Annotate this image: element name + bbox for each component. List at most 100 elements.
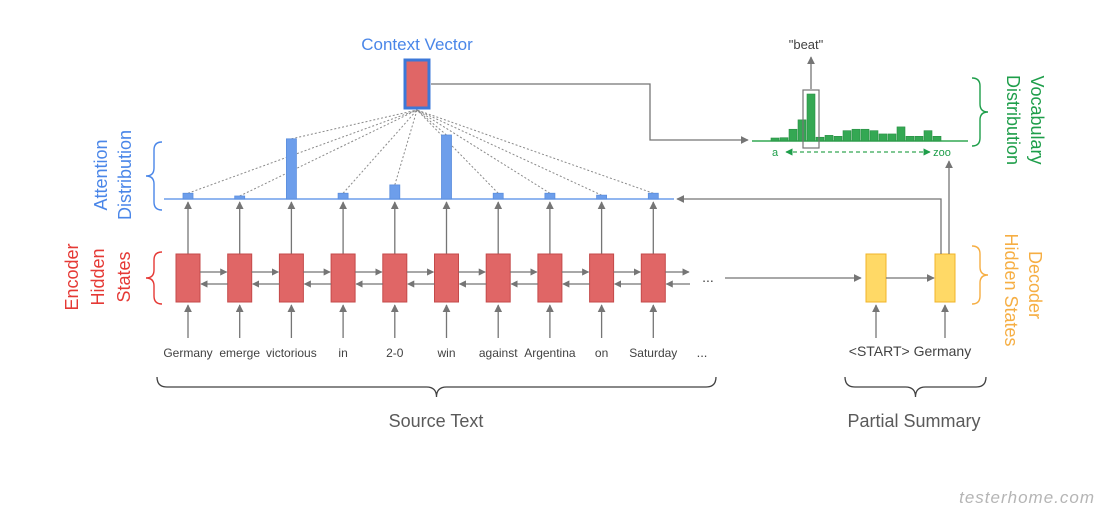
encoder-hidden-state-box bbox=[589, 253, 615, 303]
attention-label-line1: Attention bbox=[91, 139, 111, 210]
attention-to-context-line bbox=[342, 109, 418, 194]
source-text-label: Source Text bbox=[389, 411, 484, 431]
vocab-selected-box bbox=[802, 89, 820, 149]
source-word: in bbox=[338, 346, 347, 360]
encoder-label-line2: Hidden bbox=[88, 248, 108, 305]
attention-label-line2: Distribution bbox=[115, 130, 135, 220]
vocab-axis-start: a bbox=[772, 147, 779, 159]
source-text-brace bbox=[156, 376, 717, 398]
decoder-hidden-state-box bbox=[934, 253, 956, 303]
encoder-hidden-state-box bbox=[330, 253, 356, 303]
encoder-hidden-state-box bbox=[382, 253, 408, 303]
attention-to-context-line bbox=[416, 109, 551, 194]
vocab-bar bbox=[905, 136, 915, 142]
words-group: Germany emerge victorious in 2-0 win against Ar… bbox=[163, 343, 971, 360]
decoder-to-attention-arrow bbox=[676, 195, 942, 254]
encoder-hidden-state-box bbox=[434, 253, 459, 303]
encoder-ellipsis: ... bbox=[702, 269, 714, 285]
decoder-group bbox=[676, 160, 956, 338]
source-word: Argentina bbox=[524, 346, 576, 360]
attention-bar bbox=[441, 134, 452, 200]
attention-to-context-line bbox=[416, 109, 499, 194]
vocab-bar bbox=[797, 119, 807, 142]
vocab-bar bbox=[842, 130, 852, 142]
vocab-bar bbox=[914, 136, 924, 142]
decoder-label-line2: Hidden States bbox=[1001, 233, 1021, 346]
encoder-hidden-state-box bbox=[537, 253, 563, 303]
attention-bar bbox=[234, 195, 246, 200]
vocab-bar bbox=[824, 135, 834, 142]
decoder-label-line1: Decoder bbox=[1025, 251, 1045, 319]
source-word: Saturday bbox=[629, 346, 677, 360]
attention-bar bbox=[492, 192, 504, 200]
encoder-hidden-state-box bbox=[227, 253, 253, 303]
encoder-hidden-state-box bbox=[175, 253, 201, 303]
context-vector-group bbox=[403, 58, 749, 144]
encoder-label-line3: States bbox=[114, 251, 134, 302]
attention-bar bbox=[285, 138, 297, 200]
vocab-bar bbox=[770, 137, 780, 142]
encoder-group: ... bbox=[175, 201, 862, 338]
vocab-label-line1: Vocabulary bbox=[1027, 75, 1047, 164]
source-word: on bbox=[595, 346, 608, 360]
attention-to-context-line bbox=[416, 109, 602, 196]
source-word: Germany bbox=[163, 346, 212, 360]
encoder-hidden-state-box bbox=[278, 253, 304, 303]
summary-words: <START> Germany bbox=[849, 343, 971, 359]
vocab-bar bbox=[932, 136, 942, 142]
source-ellipsis: ... bbox=[697, 345, 708, 360]
source-word: 2-0 bbox=[386, 346, 404, 360]
attention-bar bbox=[596, 194, 607, 200]
attention-brace bbox=[145, 141, 163, 211]
vocab-bar bbox=[869, 130, 879, 142]
watermark: testerhome.com bbox=[959, 488, 1095, 507]
vocab-brace bbox=[971, 77, 989, 147]
source-word: win bbox=[436, 346, 455, 360]
attention-bar bbox=[544, 192, 556, 200]
decoder-brace bbox=[971, 245, 989, 305]
attention-to-context-line bbox=[239, 109, 418, 197]
vocab-bar bbox=[860, 128, 870, 142]
source-word: emerge bbox=[219, 346, 260, 360]
vocab-group bbox=[752, 56, 968, 156]
attention-to-context-line bbox=[394, 109, 418, 186]
source-word: victorious bbox=[266, 346, 317, 360]
vocab-label-line2: Distribution bbox=[1003, 75, 1023, 165]
vocab-axis-end: zoo bbox=[933, 147, 951, 159]
attention-to-context-line bbox=[187, 109, 418, 194]
context-to-vocab-arrow bbox=[431, 83, 749, 144]
braces-group bbox=[145, 77, 989, 398]
attention-distribution-label: Attention Distribution bbox=[91, 130, 135, 220]
context-vector-box bbox=[403, 58, 431, 110]
encoder-hidden-states-label: Encoder Hidden States bbox=[62, 243, 134, 310]
attention-bar bbox=[389, 184, 401, 200]
vocab-bar bbox=[833, 136, 843, 142]
attention-to-context-line bbox=[291, 109, 418, 140]
vocab-bar bbox=[896, 126, 906, 142]
encoder-hidden-state-box bbox=[640, 253, 666, 303]
partial-summary-brace bbox=[844, 376, 987, 398]
vocab-bar bbox=[815, 136, 825, 142]
vocabulary-distribution-label: Vocabulary Distribution bbox=[1003, 75, 1047, 165]
source-word: against bbox=[479, 346, 518, 360]
vocab-bar bbox=[878, 133, 888, 142]
attention-group bbox=[164, 109, 674, 200]
decoder-hidden-state-box bbox=[865, 253, 887, 303]
attention-to-context-line bbox=[416, 109, 447, 136]
vocab-bar bbox=[923, 130, 933, 142]
vocab-bar bbox=[806, 93, 816, 142]
encoder-label-line1: Encoder bbox=[62, 243, 82, 310]
context-vector-label: Context Vector bbox=[361, 35, 473, 54]
attention-bar bbox=[647, 192, 659, 200]
output-word: "beat" bbox=[789, 37, 824, 52]
encoder-brace bbox=[145, 251, 163, 305]
vocab-bar bbox=[779, 137, 789, 142]
decoder-hidden-states-label: Decoder Hidden States bbox=[1001, 233, 1045, 346]
vocab-bar bbox=[887, 133, 897, 142]
vocab-bar bbox=[851, 128, 861, 142]
attention-bar bbox=[337, 192, 349, 200]
attention-bar bbox=[182, 192, 194, 200]
encoder-hidden-state-box bbox=[485, 253, 511, 303]
vocab-bar bbox=[788, 128, 798, 142]
